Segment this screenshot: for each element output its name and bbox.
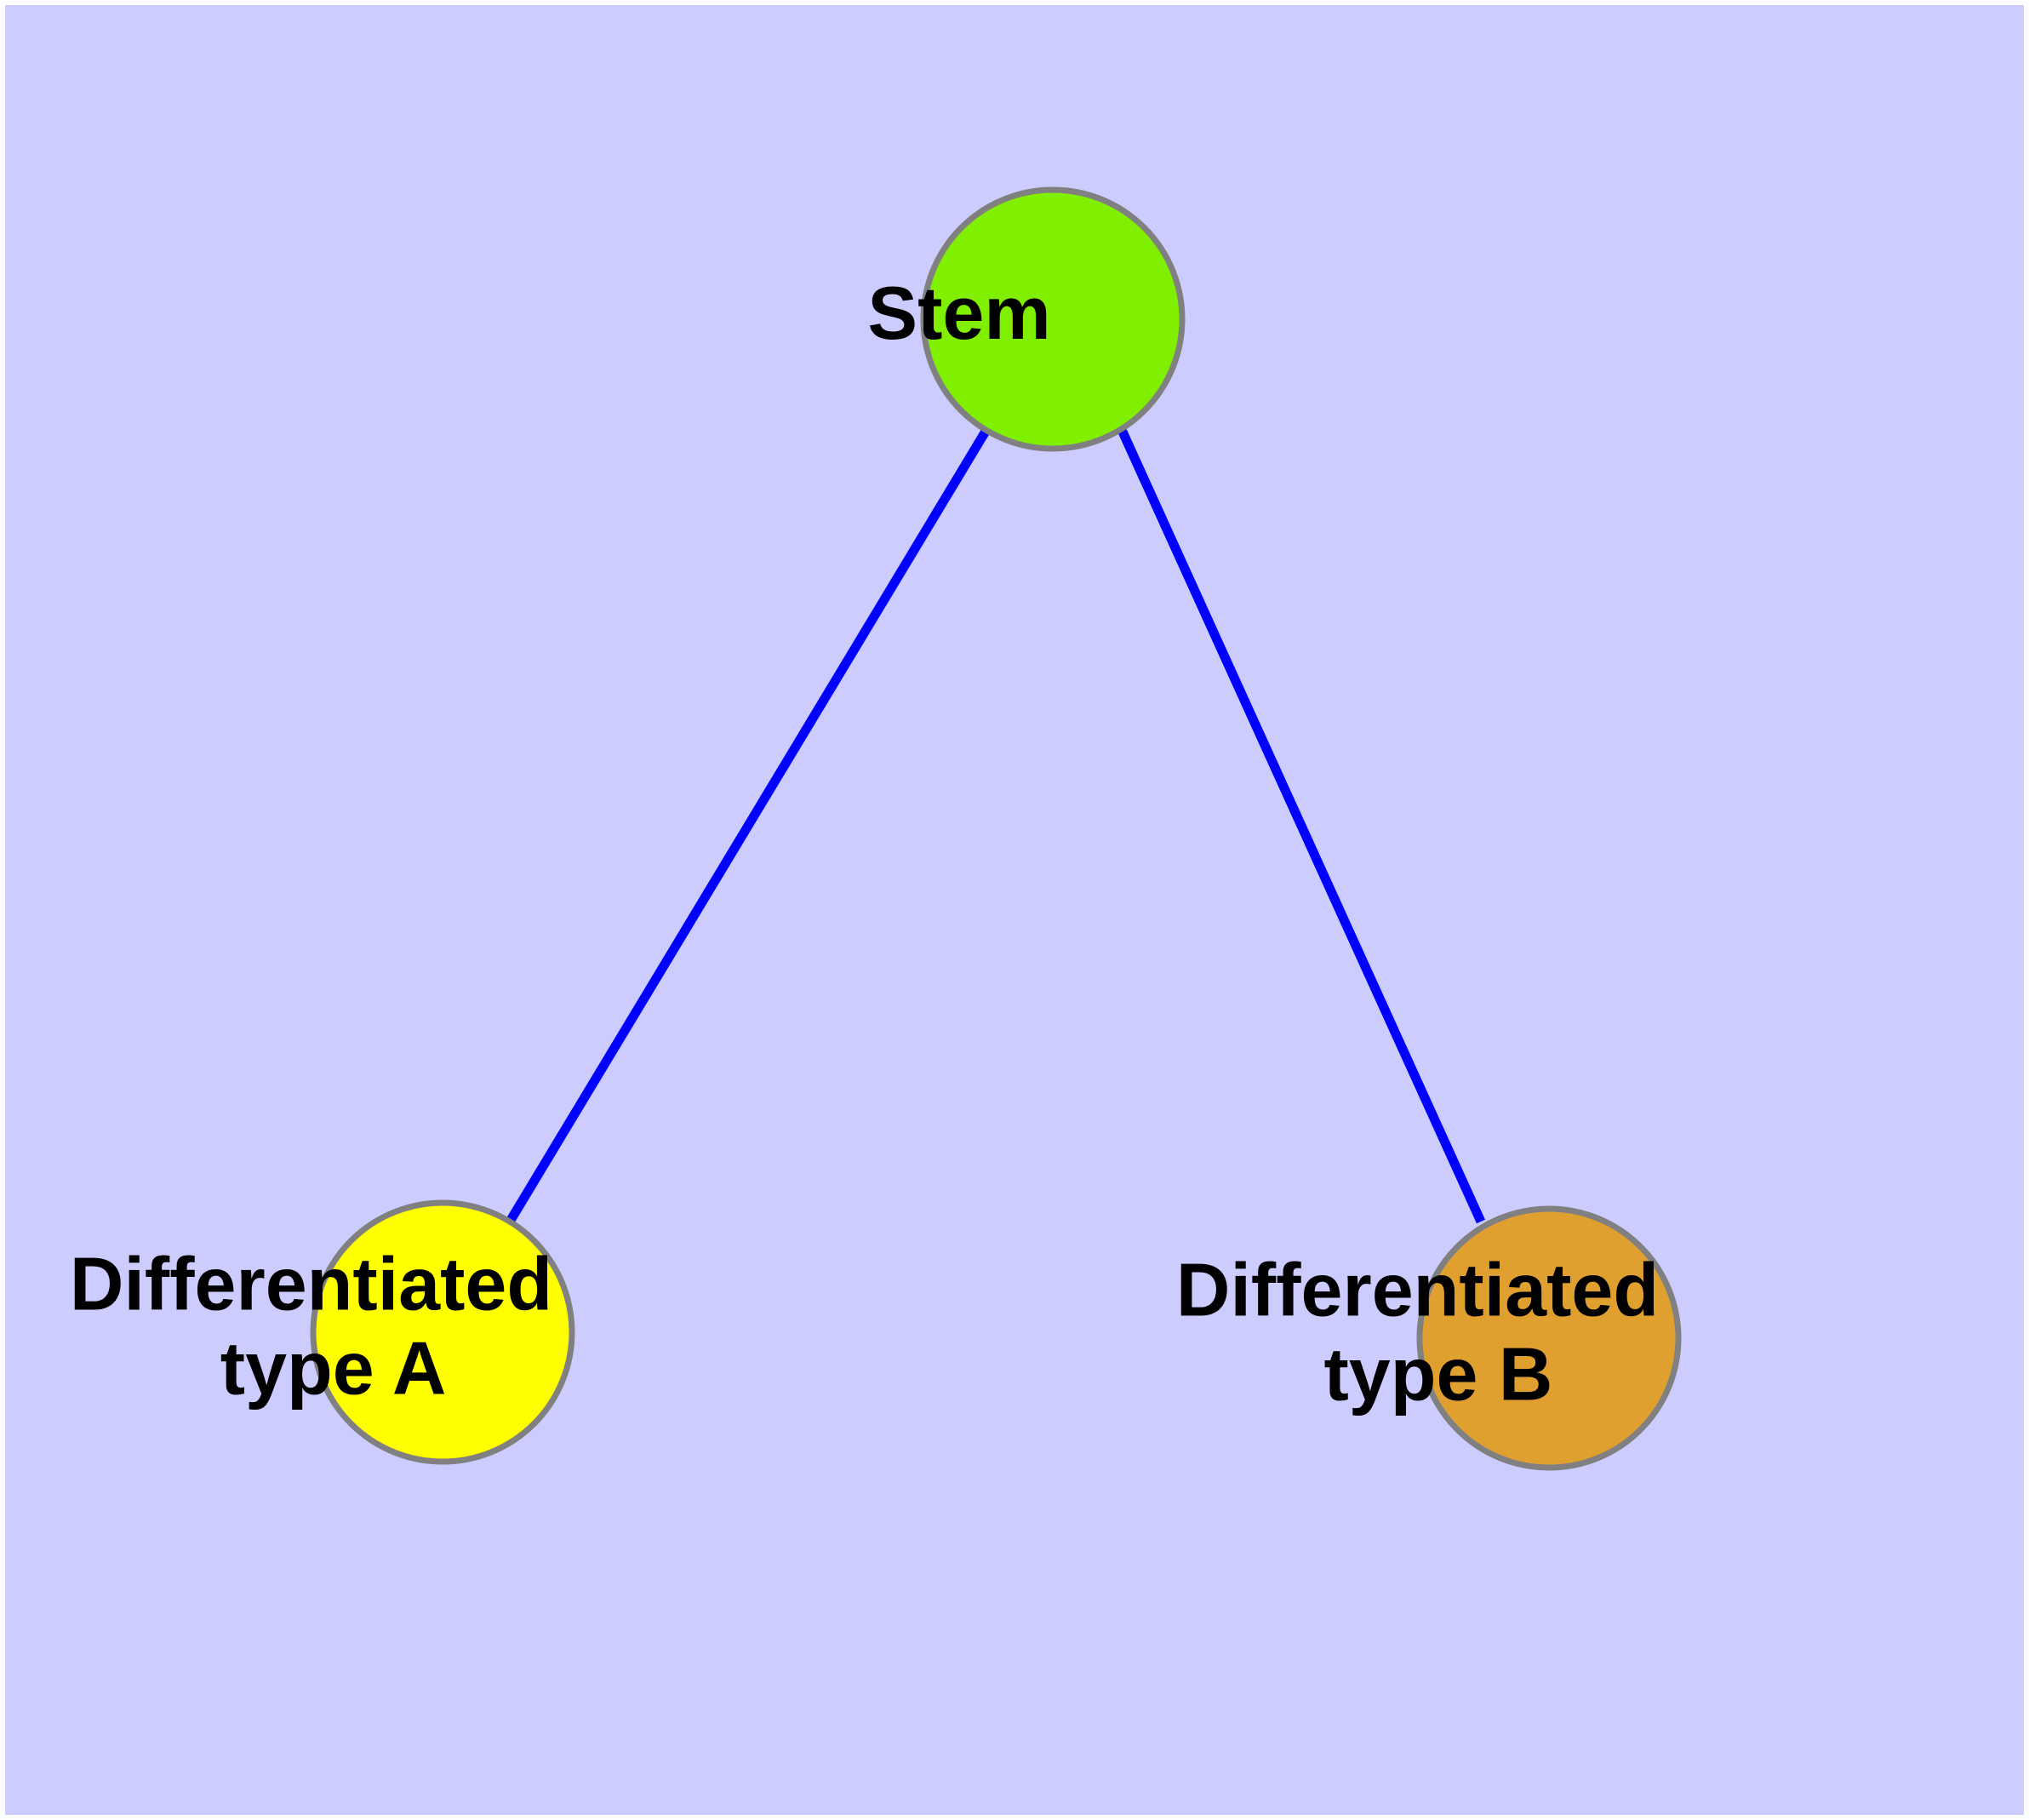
node-circle-diff-b[interactable] [1416, 1205, 1682, 1471]
node-label-diff-b: Differentiated type B [5, 5, 1888, 1417]
node-diff-a[interactable]: Differentiated type A [5, 5, 781, 1465]
edge-stem-to-diff-b[interactable] [1117, 427, 1486, 1224]
node-label-diff-b-line1: Differentiated [1176, 1248, 1659, 1332]
edge-layer [506, 427, 1486, 1224]
node-label-diff-a: Differentiated type A [5, 5, 781, 1411]
node-label-diff-b-line2: type B [1324, 1332, 1553, 1417]
graph-canvas: Stem Differentiated type A Differentiate… [5, 5, 2024, 1815]
node-layer: Stem Differentiated type A Differentiate… [5, 5, 1888, 1471]
graph-svg: Stem Differentiated type A Differentiate… [5, 5, 1888, 1471]
node-circle-diff-a[interactable] [310, 1199, 575, 1465]
node-label-diff-a-line1: Differentiated [70, 1242, 552, 1326]
edge-stem-to-diff-a[interactable] [506, 427, 991, 1224]
node-label-stem-line1: Stem [867, 271, 1050, 355]
node-label-diff-a-line2: type A [220, 1326, 445, 1411]
node-circle-stem[interactable] [920, 186, 1186, 452]
node-label-stem: Stem [5, 5, 1238, 355]
node-stem[interactable]: Stem [5, 5, 1238, 452]
node-diff-b[interactable]: Differentiated type B [5, 5, 1888, 1471]
